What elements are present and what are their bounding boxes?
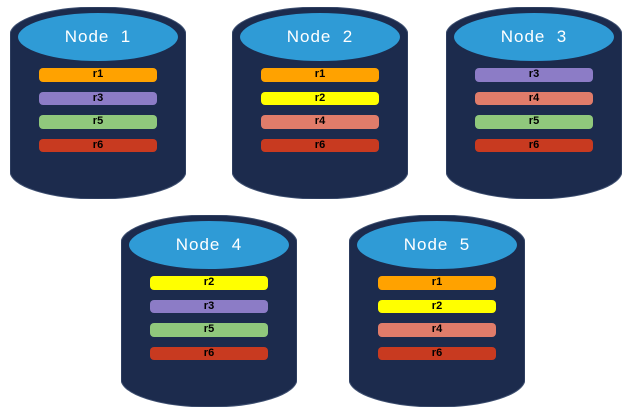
cylinder-top-ellipse bbox=[452, 11, 616, 63]
replica-label: r3 bbox=[528, 68, 540, 81]
cylinder-top-ellipse bbox=[238, 11, 402, 63]
replica-bar: r5 bbox=[39, 115, 157, 129]
replica-label: r2 bbox=[314, 91, 326, 104]
replica-bar-list: r3 r4 r5 r6 bbox=[475, 68, 593, 162]
replica-bar-list: r1 r3 r5 r6 bbox=[39, 68, 157, 162]
replica-bar: r4 bbox=[378, 323, 496, 337]
replica-bar-list: r1 r2 r4 r6 bbox=[261, 68, 379, 162]
replica-bar: r6 bbox=[475, 138, 593, 152]
replica-label: r4 bbox=[314, 115, 326, 128]
replica-label: r6 bbox=[92, 138, 104, 151]
replica-bar-list: r2 r3 r5 r6 bbox=[150, 276, 268, 370]
replica-bar: r3 bbox=[150, 299, 268, 313]
replica-bar: r5 bbox=[150, 323, 268, 337]
cylinder-top-ellipse bbox=[127, 219, 291, 271]
replica-label: r4 bbox=[431, 323, 443, 336]
replica-label: r5 bbox=[92, 115, 104, 128]
replica-bar: r3 bbox=[39, 91, 157, 105]
replica-bar-list: r1 r2 r4 r6 bbox=[378, 276, 496, 370]
replica-label: r6 bbox=[528, 138, 540, 151]
cylinder-top-ellipse bbox=[355, 219, 519, 271]
node-title: Node 2 bbox=[286, 27, 354, 46]
replica-bar: r1 bbox=[261, 68, 379, 82]
replica-bar: r1 bbox=[378, 276, 496, 290]
replica-label: r5 bbox=[203, 323, 215, 336]
replica-bar: r6 bbox=[150, 346, 268, 360]
replica-bar: r6 bbox=[378, 346, 496, 360]
node-cylinder-3: Node 3 r3 r4 r5 r6 bbox=[446, 7, 622, 199]
replica-bar: r4 bbox=[475, 91, 593, 105]
replica-label: r1 bbox=[431, 276, 443, 289]
replica-label: r6 bbox=[203, 346, 215, 359]
replica-label: r1 bbox=[314, 68, 326, 81]
replica-label: r3 bbox=[203, 299, 215, 312]
replica-bar: r5 bbox=[475, 115, 593, 129]
node-title: Node 4 bbox=[175, 235, 243, 254]
replica-bar: r2 bbox=[261, 91, 379, 105]
replica-bar: r6 bbox=[261, 138, 379, 152]
node-title: Node 3 bbox=[500, 27, 568, 46]
cylinder-top-ellipse bbox=[16, 11, 180, 63]
replica-label: r2 bbox=[203, 276, 215, 289]
replica-label: r4 bbox=[528, 91, 540, 104]
replica-bar: r6 bbox=[39, 138, 157, 152]
replica-label: r6 bbox=[314, 138, 326, 151]
node-cylinder-5: Node 5 r1 r2 r4 r6 bbox=[349, 215, 525, 407]
node-title: Node 5 bbox=[403, 235, 471, 254]
replica-label: r1 bbox=[92, 68, 104, 81]
node-cylinder-4: Node 4 r2 r3 r5 r6 bbox=[121, 215, 297, 407]
replica-label: r6 bbox=[431, 346, 443, 359]
replica-bar: r2 bbox=[150, 276, 268, 290]
node-cylinder-1: Node 1 r1 r3 r5 r6 bbox=[10, 7, 186, 199]
replica-bar: r3 bbox=[475, 68, 593, 82]
node-cylinder-2: Node 2 r1 r2 r4 r6 bbox=[232, 7, 408, 199]
replica-label: r2 bbox=[431, 299, 443, 312]
replica-label: r5 bbox=[528, 115, 540, 128]
replica-bar: r2 bbox=[378, 299, 496, 313]
replica-bar: r1 bbox=[39, 68, 157, 82]
replica-label: r3 bbox=[92, 91, 104, 104]
replica-bar: r4 bbox=[261, 115, 379, 129]
node-title: Node 1 bbox=[64, 27, 132, 46]
